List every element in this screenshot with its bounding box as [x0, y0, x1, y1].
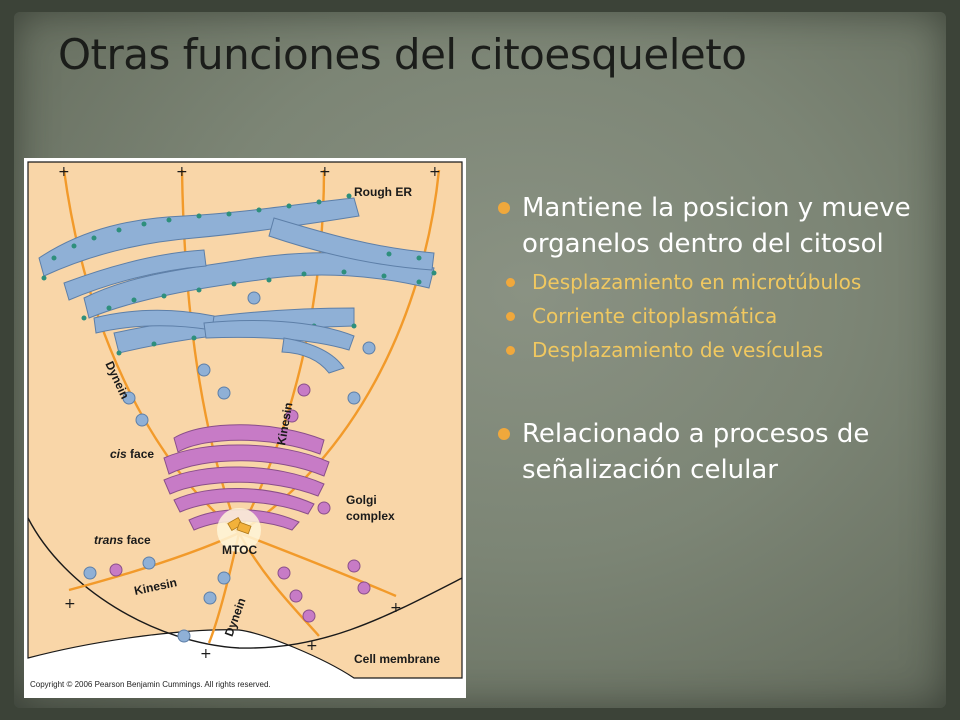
sub-bullet-1: Desplazamiento en microtúbulos — [496, 268, 946, 296]
svg-text:+: + — [429, 164, 441, 180]
sub-bullet-list: Desplazamiento en microtúbulos Corriente… — [506, 268, 946, 364]
vesicles-blue — [83, 291, 376, 643]
cell-diagram: + + + + + + + + Rough ER Dynein Kinesin … — [27, 161, 463, 679]
label-cis-face: cis face — [110, 447, 154, 461]
rough-er — [38, 197, 435, 354]
bullet-1-text: Mantiene la posicion y mueve organelos d… — [522, 193, 911, 259]
svg-text:+: + — [390, 600, 402, 616]
sub-bullet-2: Corriente citoplasmática — [496, 302, 946, 330]
cell-membrane — [27, 517, 463, 649]
cytoskeleton-figure: + + + + + + + + Rough ER Dynein Kinesin … — [24, 158, 466, 698]
svg-text:+: + — [176, 164, 188, 180]
label-rough-er: Rough ER — [354, 185, 412, 199]
transitional-er — [93, 309, 355, 374]
label-trans-face: trans face — [94, 533, 151, 547]
slide-title: Otras funciones del citoesqueleto — [58, 30, 747, 79]
bullet-spacer — [496, 372, 946, 416]
label-mtoc: MTOC — [222, 543, 257, 557]
svg-text:+: + — [319, 164, 331, 180]
vesicles-purple — [109, 383, 371, 623]
svg-text:+: + — [200, 646, 212, 662]
label-cell-membrane: Cell membrane — [354, 652, 440, 666]
figure-copyright: Copyright © 2006 Pearson Benjamin Cummin… — [30, 680, 271, 689]
plus-ends: + + + + + + + + — [58, 164, 441, 662]
svg-text:+: + — [58, 164, 70, 180]
svg-text:+: + — [306, 638, 318, 654]
label-golgi-1: Golgi — [346, 493, 377, 507]
svg-text:+: + — [64, 596, 76, 612]
bullet-2: Relacionado a procesos de señalización c… — [496, 416, 946, 488]
bullet-1: Mantiene la posicion y mueve organelos d… — [496, 190, 946, 364]
bullet-list: Mantiene la posicion y mueve organelos d… — [496, 190, 946, 496]
sub-bullet-3: Desplazamiento de vesículas — [496, 336, 946, 364]
label-golgi-2: complex — [346, 509, 395, 523]
mtoc-centrioles — [227, 516, 252, 535]
